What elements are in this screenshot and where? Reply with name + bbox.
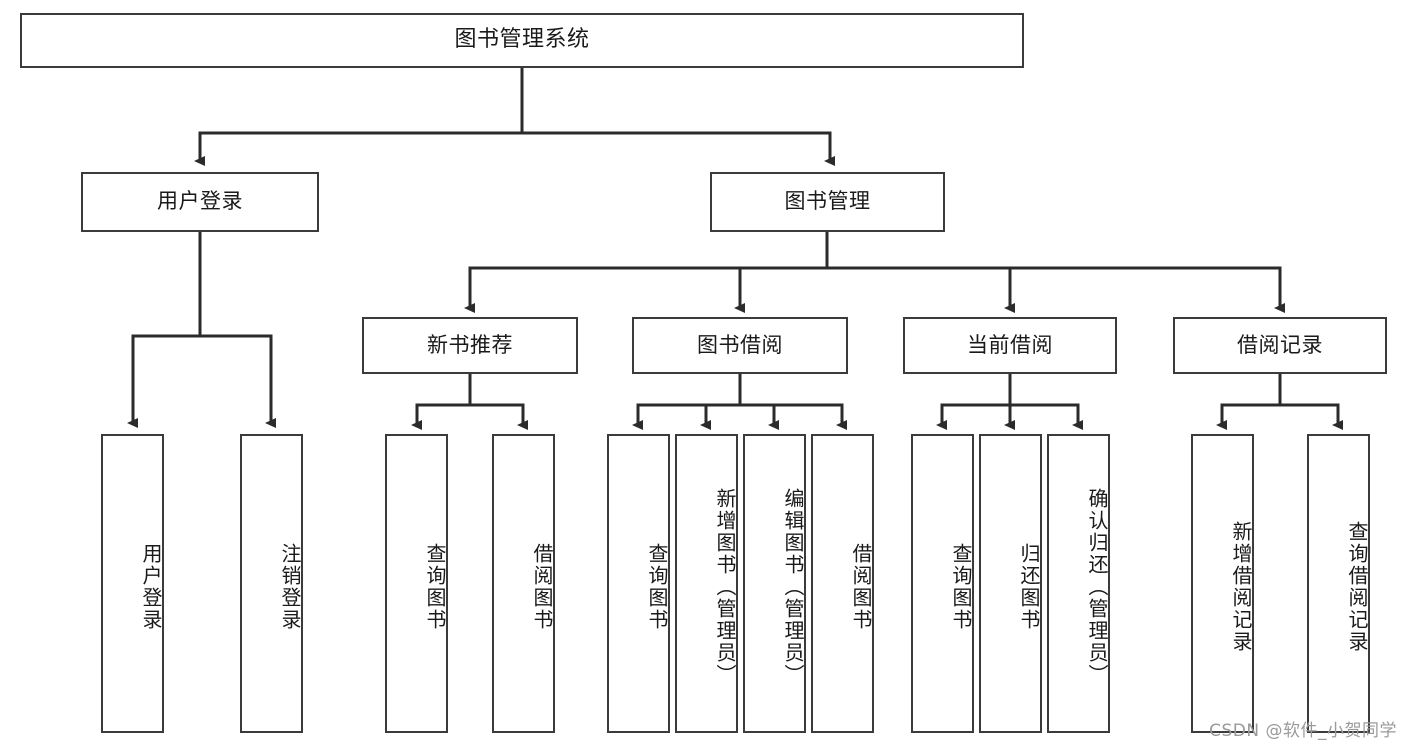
node-label: 当前借阅 [967,332,1053,357]
leaf-record-query-record[interactable]: 查询借阅记录 [1307,434,1370,733]
node-label: 新书推荐 [427,332,513,357]
leaf-record-add-record[interactable]: 新增借阅记录 [1191,434,1254,733]
leaf-user-login-login[interactable]: 用户登录 [101,434,164,733]
leaf-current-return-book[interactable]: 归还图书 [979,434,1042,733]
leaf-current-confirm-return-admin[interactable]: 确认归还（管理员） [1047,434,1110,733]
leaf-borrow-query-book[interactable]: 查询图书 [607,434,670,733]
leaf-user-login-logout[interactable]: 注销登录 [240,434,303,733]
node-label: 用户登录 [139,542,163,631]
node-label: 用户登录 [157,189,243,214]
node-borrow-record[interactable]: 借阅记录 [1173,317,1387,374]
node-book-management[interactable]: 图书管理 [710,172,945,232]
leaf-recommend-borrow-book[interactable]: 借阅图书 [492,434,555,733]
node-label: 确认归还（管理员） [1085,487,1109,686]
node-label: 查询图书 [949,542,973,631]
csdn-watermark: CSDN @软件_小贺同学 [1209,721,1397,741]
node-root-system[interactable]: 图书管理系统 [20,13,1024,68]
node-label: 编辑图书（管理员） [781,487,805,686]
node-label: 借阅图书 [849,542,873,631]
leaf-current-query-book[interactable]: 查询图书 [911,434,974,733]
leaf-borrow-borrow-book[interactable]: 借阅图书 [811,434,874,733]
node-current-borrow[interactable]: 当前借阅 [903,317,1117,374]
node-label: 归还图书 [1017,542,1041,631]
leaf-recommend-query-book[interactable]: 查询图书 [385,434,448,733]
node-label: 注销登录 [278,542,302,631]
node-label: 借阅图书 [530,542,554,631]
node-user-login[interactable]: 用户登录 [81,172,319,232]
node-label: 新增图书（管理员） [713,487,737,686]
node-label: 查询借阅记录 [1345,520,1369,653]
leaf-borrow-add-book-admin[interactable]: 新增图书（管理员） [675,434,738,733]
node-label: 图书管理 [784,189,871,214]
node-label: 新增借阅记录 [1229,520,1253,653]
node-book-borrow[interactable]: 图书借阅 [632,317,848,374]
node-label: 查询图书 [645,542,669,631]
node-label: 查询图书 [423,542,447,631]
node-label: 图书借阅 [697,332,783,357]
node-label: 图书管理系统 [454,27,590,53]
leaf-borrow-edit-book-admin[interactable]: 编辑图书（管理员） [743,434,806,733]
node-label: 借阅记录 [1237,332,1323,357]
node-new-book-recommend[interactable]: 新书推荐 [362,317,578,374]
